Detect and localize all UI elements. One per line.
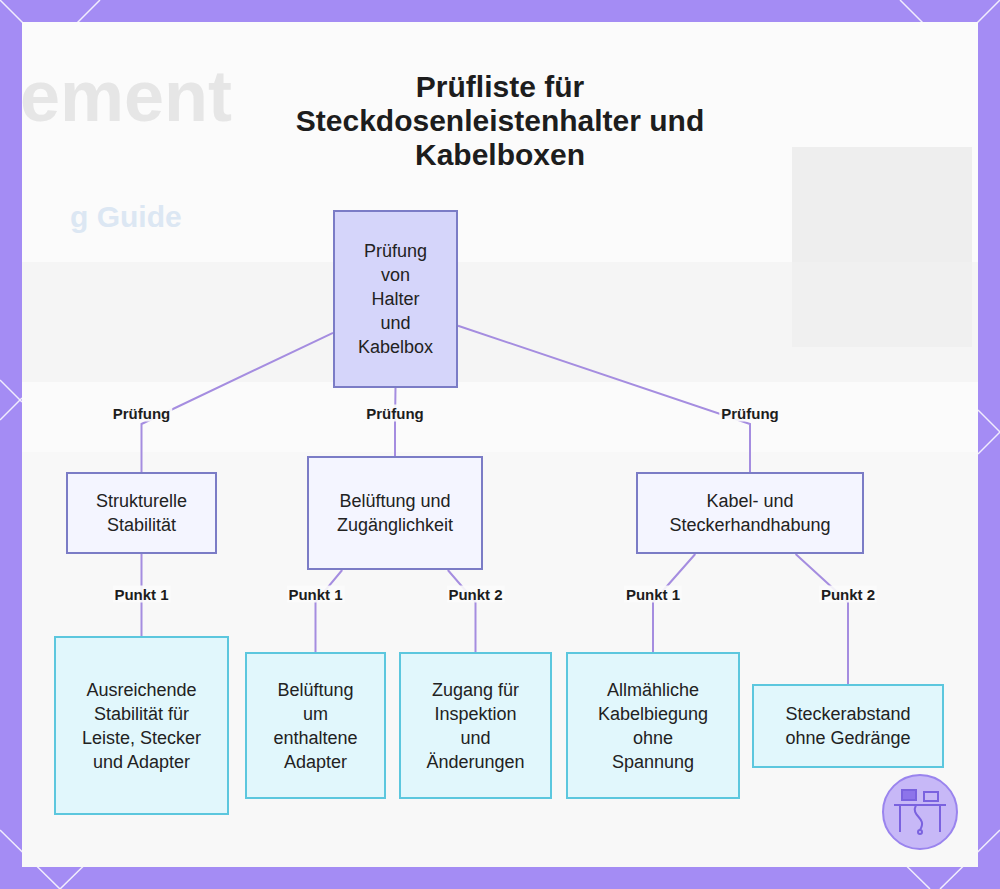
connector-line (796, 554, 848, 684)
category-box: Belüftung und Zugänglichkeit (307, 456, 483, 570)
edge-label: Prüfung (719, 405, 781, 422)
connector-line (394, 388, 397, 456)
node-text: Allmähliche Kabelbiegung ohne Spannung (590, 678, 716, 774)
node-text: Prüfung von Halter und Kabelbox (358, 239, 433, 359)
node-text: Strukturelle Stabilität (82, 489, 201, 537)
node-text: Kabel- und Steckerhandhabung (652, 489, 848, 537)
root-box: Prüfung von Halter und Kabelbox (333, 210, 458, 388)
faded-shape (22, 262, 978, 382)
connector-line (142, 333, 334, 472)
edge-label: Punkt 1 (624, 586, 682, 603)
connector-line (458, 326, 750, 472)
node-text: Steckerabstand ohne Gedränge (766, 702, 930, 750)
check-item-box: Ausreichende Stabilität für Leiste, Stec… (54, 636, 229, 815)
check-item-box: Belüftung um enthaltene Adapter (245, 652, 386, 799)
check-item-box: Zugang für Inspektion und Änderungen (399, 652, 552, 799)
category-box: Kabel- und Steckerhandhabung (636, 472, 864, 554)
watermark: g Guide (70, 200, 182, 234)
watermark: ement (20, 55, 232, 137)
node-text: Belüftung und Zugänglichkeit (321, 489, 469, 537)
connector-line (448, 570, 476, 652)
check-item-box: Steckerabstand ohne Gedränge (752, 684, 944, 768)
node-text: Zugang für Inspektion und Änderungen (421, 678, 530, 774)
edge-label: Punkt 1 (286, 586, 344, 603)
logo (880, 772, 960, 852)
edge-label: Prüfung (111, 405, 173, 422)
edge-label: Prüfung (364, 405, 426, 422)
edge-label: Punkt 1 (112, 586, 170, 603)
diagram-title: Prüfliste für Steckdosenleistenhalter un… (250, 70, 750, 172)
check-item-box: Allmähliche Kabelbiegung ohne Spannung (566, 652, 740, 799)
connector-line (316, 570, 343, 652)
category-box: Strukturelle Stabilität (66, 472, 217, 554)
faded-shape (22, 452, 978, 867)
node-text: Ausreichende Stabilität für Leiste, Stec… (72, 678, 211, 774)
connector-line (653, 554, 695, 652)
edge-label: Punkt 2 (446, 586, 504, 603)
edge-label: Punkt 2 (819, 586, 877, 603)
node-text: Belüftung um enthaltene Adapter (267, 678, 364, 774)
